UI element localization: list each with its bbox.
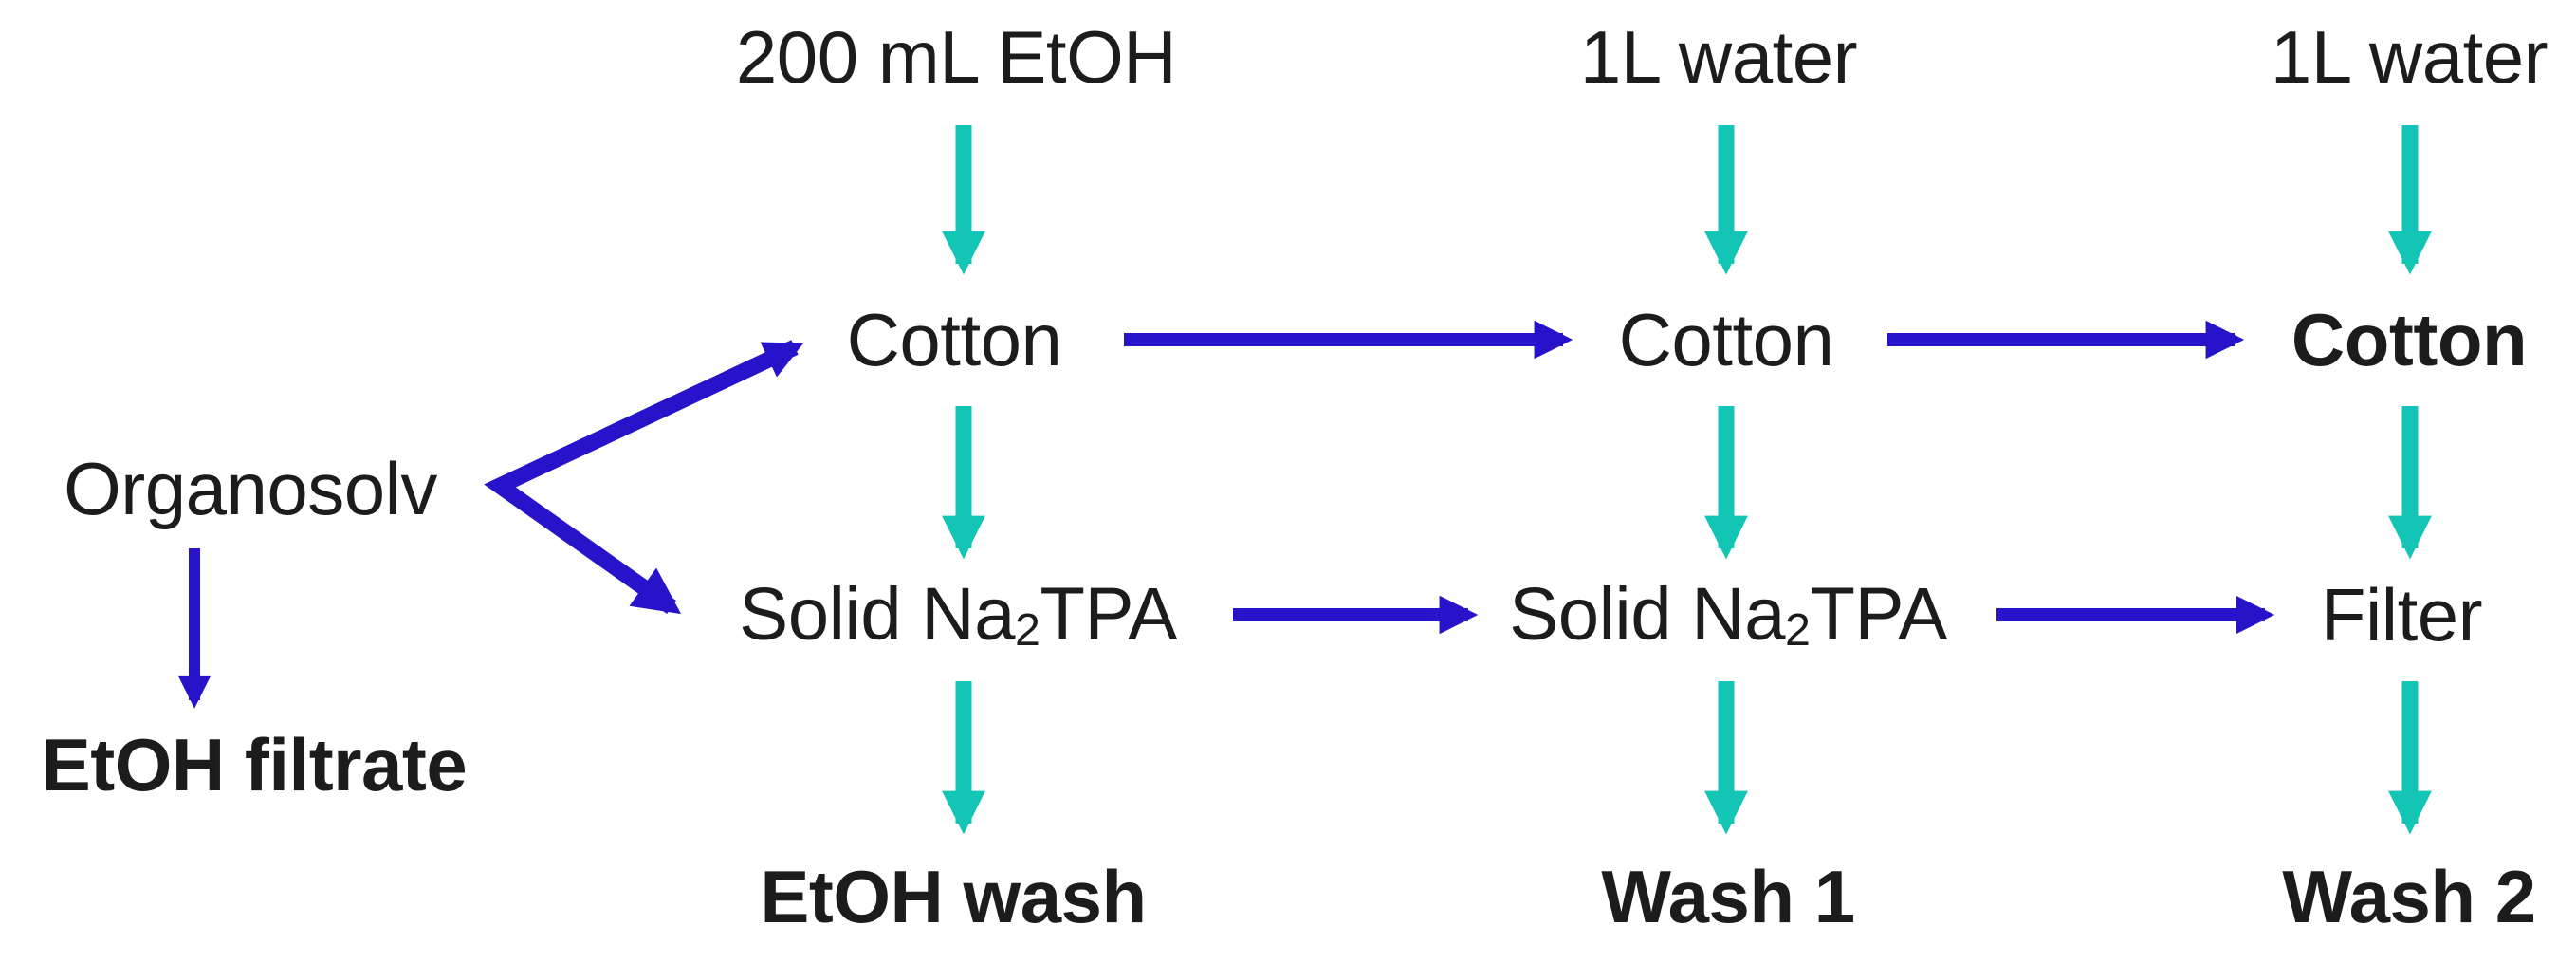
solid-1-subscript: 2 xyxy=(1015,604,1040,657)
arrow-organosolv-branch xyxy=(484,340,804,615)
solid-2-prefix: Solid Na xyxy=(1509,571,1785,656)
label-cotton-1: Cotton xyxy=(846,298,1062,381)
solid-2-suffix: TPA xyxy=(1810,571,1947,656)
label-wash-1: Wash 1 xyxy=(1601,855,1855,938)
label-solid-na2tpa-1: Solid Na2TPA xyxy=(739,576,1177,653)
label-cotton-2: Cotton xyxy=(1618,298,1834,381)
label-etoh-wash: EtOH wash xyxy=(760,855,1147,938)
label-input-etoh: 200 mL EtOH xyxy=(735,15,1177,99)
label-input-water-1: 1L water xyxy=(1579,15,1858,99)
label-organosolv: Organosolv xyxy=(64,447,437,530)
solid-2-subscript: 2 xyxy=(1785,604,1811,657)
solid-1-suffix: TPA xyxy=(1040,571,1177,656)
label-etoh-filtrate: EtOH filtrate xyxy=(41,723,468,806)
solid-1-prefix: Solid Na xyxy=(739,571,1015,656)
label-cotton-3: Cotton xyxy=(2291,298,2528,381)
label-filter: Filter xyxy=(2320,573,2483,657)
label-input-water-2: 1L water xyxy=(2270,15,2548,99)
label-solid-na2tpa-2: Solid Na2TPA xyxy=(1509,576,1947,653)
label-wash-2: Wash 2 xyxy=(2282,855,2536,938)
